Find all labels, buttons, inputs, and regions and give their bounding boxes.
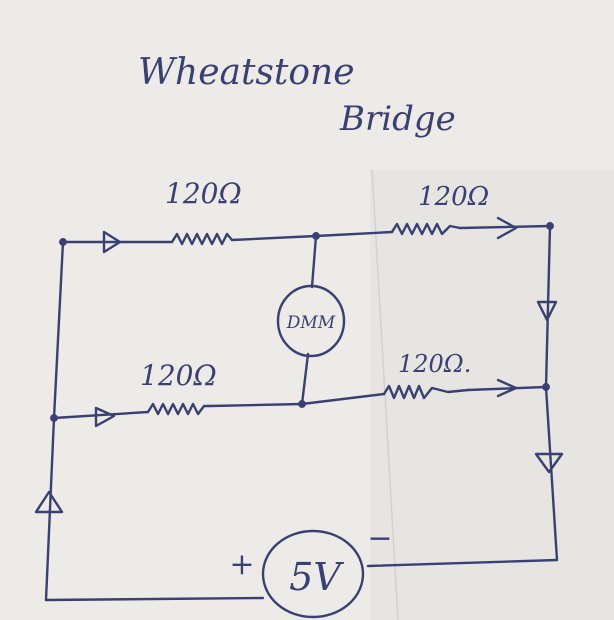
arrow-top-left-icon	[102, 230, 122, 254]
paper-fold-shade	[370, 170, 614, 620]
negative-terminal-label: −	[367, 521, 392, 556]
wire-meter-bottom	[300, 352, 310, 406]
resistor-top-right	[390, 222, 462, 236]
resistor-bottom-right	[382, 384, 470, 400]
current-arrows	[34, 216, 564, 514]
wire-right-rail	[366, 224, 559, 568]
arrow-left-rail-icon	[34, 490, 64, 514]
junction-top-right	[546, 222, 554, 230]
junction-bottom-left	[50, 414, 58, 422]
positive-terminal-label: +	[229, 547, 254, 582]
junction-bottom-right	[542, 383, 550, 391]
title-line-2: Bridge	[339, 99, 456, 139]
dmm-meter-label: DMM	[286, 313, 336, 333]
wire-bottom-return	[44, 596, 265, 602]
arrow-right-rail-lower-icon	[534, 452, 564, 474]
resistor-bottom-right-label: 120Ω.	[398, 350, 471, 378]
resistor-top-left-label: 120Ω	[165, 177, 242, 210]
voltage-source-label: 5V	[289, 555, 344, 599]
wire-bottom-left	[52, 410, 150, 420]
arrow-top-right-icon	[496, 216, 518, 240]
voltage-source-body	[261, 529, 365, 619]
resistor-bottom-left	[146, 402, 212, 416]
resistor-top-left	[170, 232, 234, 246]
junction-bottom-mid	[298, 400, 306, 408]
junction-top-left	[59, 238, 67, 246]
resistor-top-right-label: 120Ω	[418, 182, 489, 212]
wire-meter-top	[310, 234, 318, 289]
arrow-bottom-right-icon	[496, 378, 518, 398]
dmm-meter-body	[276, 284, 346, 358]
resistor-bottom-left-label: 120Ω	[140, 359, 217, 392]
paper-fold-crease	[371, 169, 399, 620]
arrow-bottom-left-icon	[94, 406, 116, 428]
arrow-right-rail-upper-icon	[536, 300, 558, 322]
wire-bottom-right	[466, 385, 548, 392]
wire-top-right	[458, 224, 552, 230]
title-line-1: Wheatstone	[138, 52, 355, 93]
junction-top-mid	[312, 232, 320, 240]
